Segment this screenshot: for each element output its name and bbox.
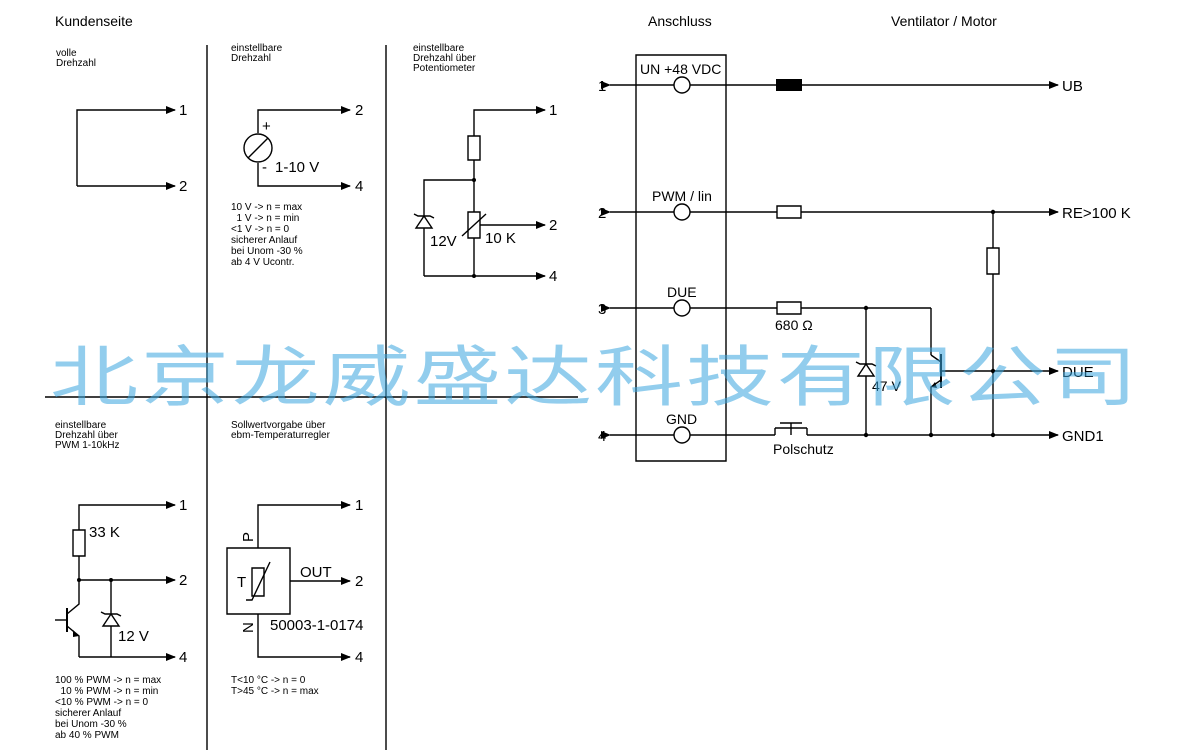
pin-label: 2 [549,217,557,234]
plus-label: + [262,118,271,135]
svg-text:ab 4 V Ucontr.: ab 4 V Ucontr. [231,257,294,268]
p-label: P [240,532,257,542]
zener-label: 12V [430,233,457,250]
connector-block: 1 2 3 4 UN +48 VDC PWM / lin DUE GND UB … [598,55,1131,461]
pin-number: 4 [598,428,606,445]
caption: PWM 1-10kHz [55,440,119,451]
svg-text:100 % PWM -> n = max: 100 % PWM -> n = max [55,675,161,686]
resistor-icon [73,530,85,556]
thermistor-icon [252,568,264,596]
pot-label: 10 K [485,230,516,247]
pin-label: 1 [355,497,363,514]
svg-text:T>45 °C -> n = max: T>45 °C -> n = max [231,686,319,697]
caption: einstellbare [55,420,107,431]
pin-label: 1 [179,102,187,119]
zener-diode-icon [103,614,119,626]
caption: Potentiometer [413,63,476,74]
watermark: 北京龙威盛达科技有限公司 [50,339,1140,416]
pin-label: 2 [355,573,363,590]
pin-label: 1 [179,497,187,514]
svg-text:bei Unom -30 %: bei Unom -30 % [231,246,303,257]
pin-number: 2 [598,205,606,222]
part-number: 50003-1-0174 [270,617,363,634]
caption: Sollwertvorgabe über [231,420,326,431]
polschutz-label: Polschutz [773,441,834,457]
voltage-source-icon [244,134,272,162]
resistor-680-icon [777,302,801,314]
notes: 100 % PWM -> n = max 10 % PWM -> n = min… [55,675,161,741]
notes: T<10 °C -> n = 0 T>45 °C -> n = max [231,675,319,697]
pin-label: 2 [179,572,187,589]
heading-customer-side: Kundenseite [55,13,133,29]
svg-text:sicherer Anlauf: sicherer Anlauf [231,235,297,246]
svg-text:1 V -> n = min: 1 V -> n = min [231,213,299,224]
pin-name: DUE [667,284,697,300]
caption: Drehzahl über [55,430,118,441]
svg-text:sicherer Anlauf: sicherer Anlauf [55,708,121,719]
minus-label: - [262,159,267,176]
caption: einstellbare [413,43,465,54]
pin-label: 1 [549,102,557,119]
polschutz-icon [775,423,807,435]
heading-fan-motor: Ventilator / Motor [891,13,997,29]
voltage-label: 1-10 V [275,159,319,176]
resistor-icon [468,136,480,160]
svg-text:bei Unom -30 %: bei Unom -30 % [55,719,127,730]
due-label: DUE [1062,364,1094,381]
svg-text:10 % PWM -> n = min: 10 % PWM -> n = min [55,686,158,697]
re-label: RE>100 K [1062,205,1131,222]
svg-text:10 V -> n = max: 10 V -> n = max [231,202,302,213]
zener-label: 12 V [118,628,149,645]
zener-diode-icon [416,216,432,228]
caption: ebm-Temperaturregler [231,430,331,441]
resistor-icon [987,248,999,274]
pin-name: UN +48 VDC [640,61,721,77]
panel-temp: Sollwertvorgabe über ebm-Temperaturregle… [227,420,363,697]
svg-text:ab 40 % PWM: ab 40 % PWM [55,730,119,741]
pin-number: 1 [598,78,606,95]
caption: einstellbare [231,43,283,54]
pin-label: 2 [355,102,363,119]
resistor-label: 33 K [89,524,120,541]
pin-label: 4 [179,649,187,666]
resistor-680-label: 680 Ω [775,317,813,333]
pin-label: 2 [179,178,187,195]
pin-number: 3 [598,301,606,318]
pin-name: GND [666,411,697,427]
caption: volle [56,48,77,59]
zener-diode-icon [858,364,874,376]
ub-label: UB [1062,78,1083,95]
n-label: N [240,622,257,633]
heading-connection: Anschluss [648,13,712,29]
fuse-icon [776,79,802,91]
t-label: T [237,574,246,591]
panel-pwm: einstellbare Drehzahl über PWM 1-10kHz 3… [55,420,187,741]
pin-name: PWM / lin [652,188,712,204]
pin-label: 4 [549,268,557,285]
caption: Drehzahl [231,53,271,64]
out-label: OUT [300,564,332,581]
gnd1-label: GND1 [1062,428,1104,445]
notes: 10 V -> n = max 1 V -> n = min <1 V -> n… [231,202,303,268]
caption: Drehzahl [56,58,96,69]
svg-text:T<10 °C -> n = 0: T<10 °C -> n = 0 [231,675,306,686]
panel-adjustable: einstellbare Drehzahl + - 1-10 V 2 4 10 … [231,43,363,268]
panel-full-speed: volle Drehzahl 1 2 [56,48,187,195]
resistor-icon [777,206,801,218]
svg-text:<1 V -> n = 0: <1 V -> n = 0 [231,224,290,235]
pin-label: 4 [355,178,363,195]
pin-label: 4 [355,649,363,666]
panel-potentiometer: einstellbare Drehzahl über Potentiometer… [413,43,557,285]
caption: Drehzahl über [413,53,476,64]
svg-text:<10 % PWM -> n = 0: <10 % PWM -> n = 0 [55,697,149,708]
zener-47v-label: 47 V [872,378,901,394]
